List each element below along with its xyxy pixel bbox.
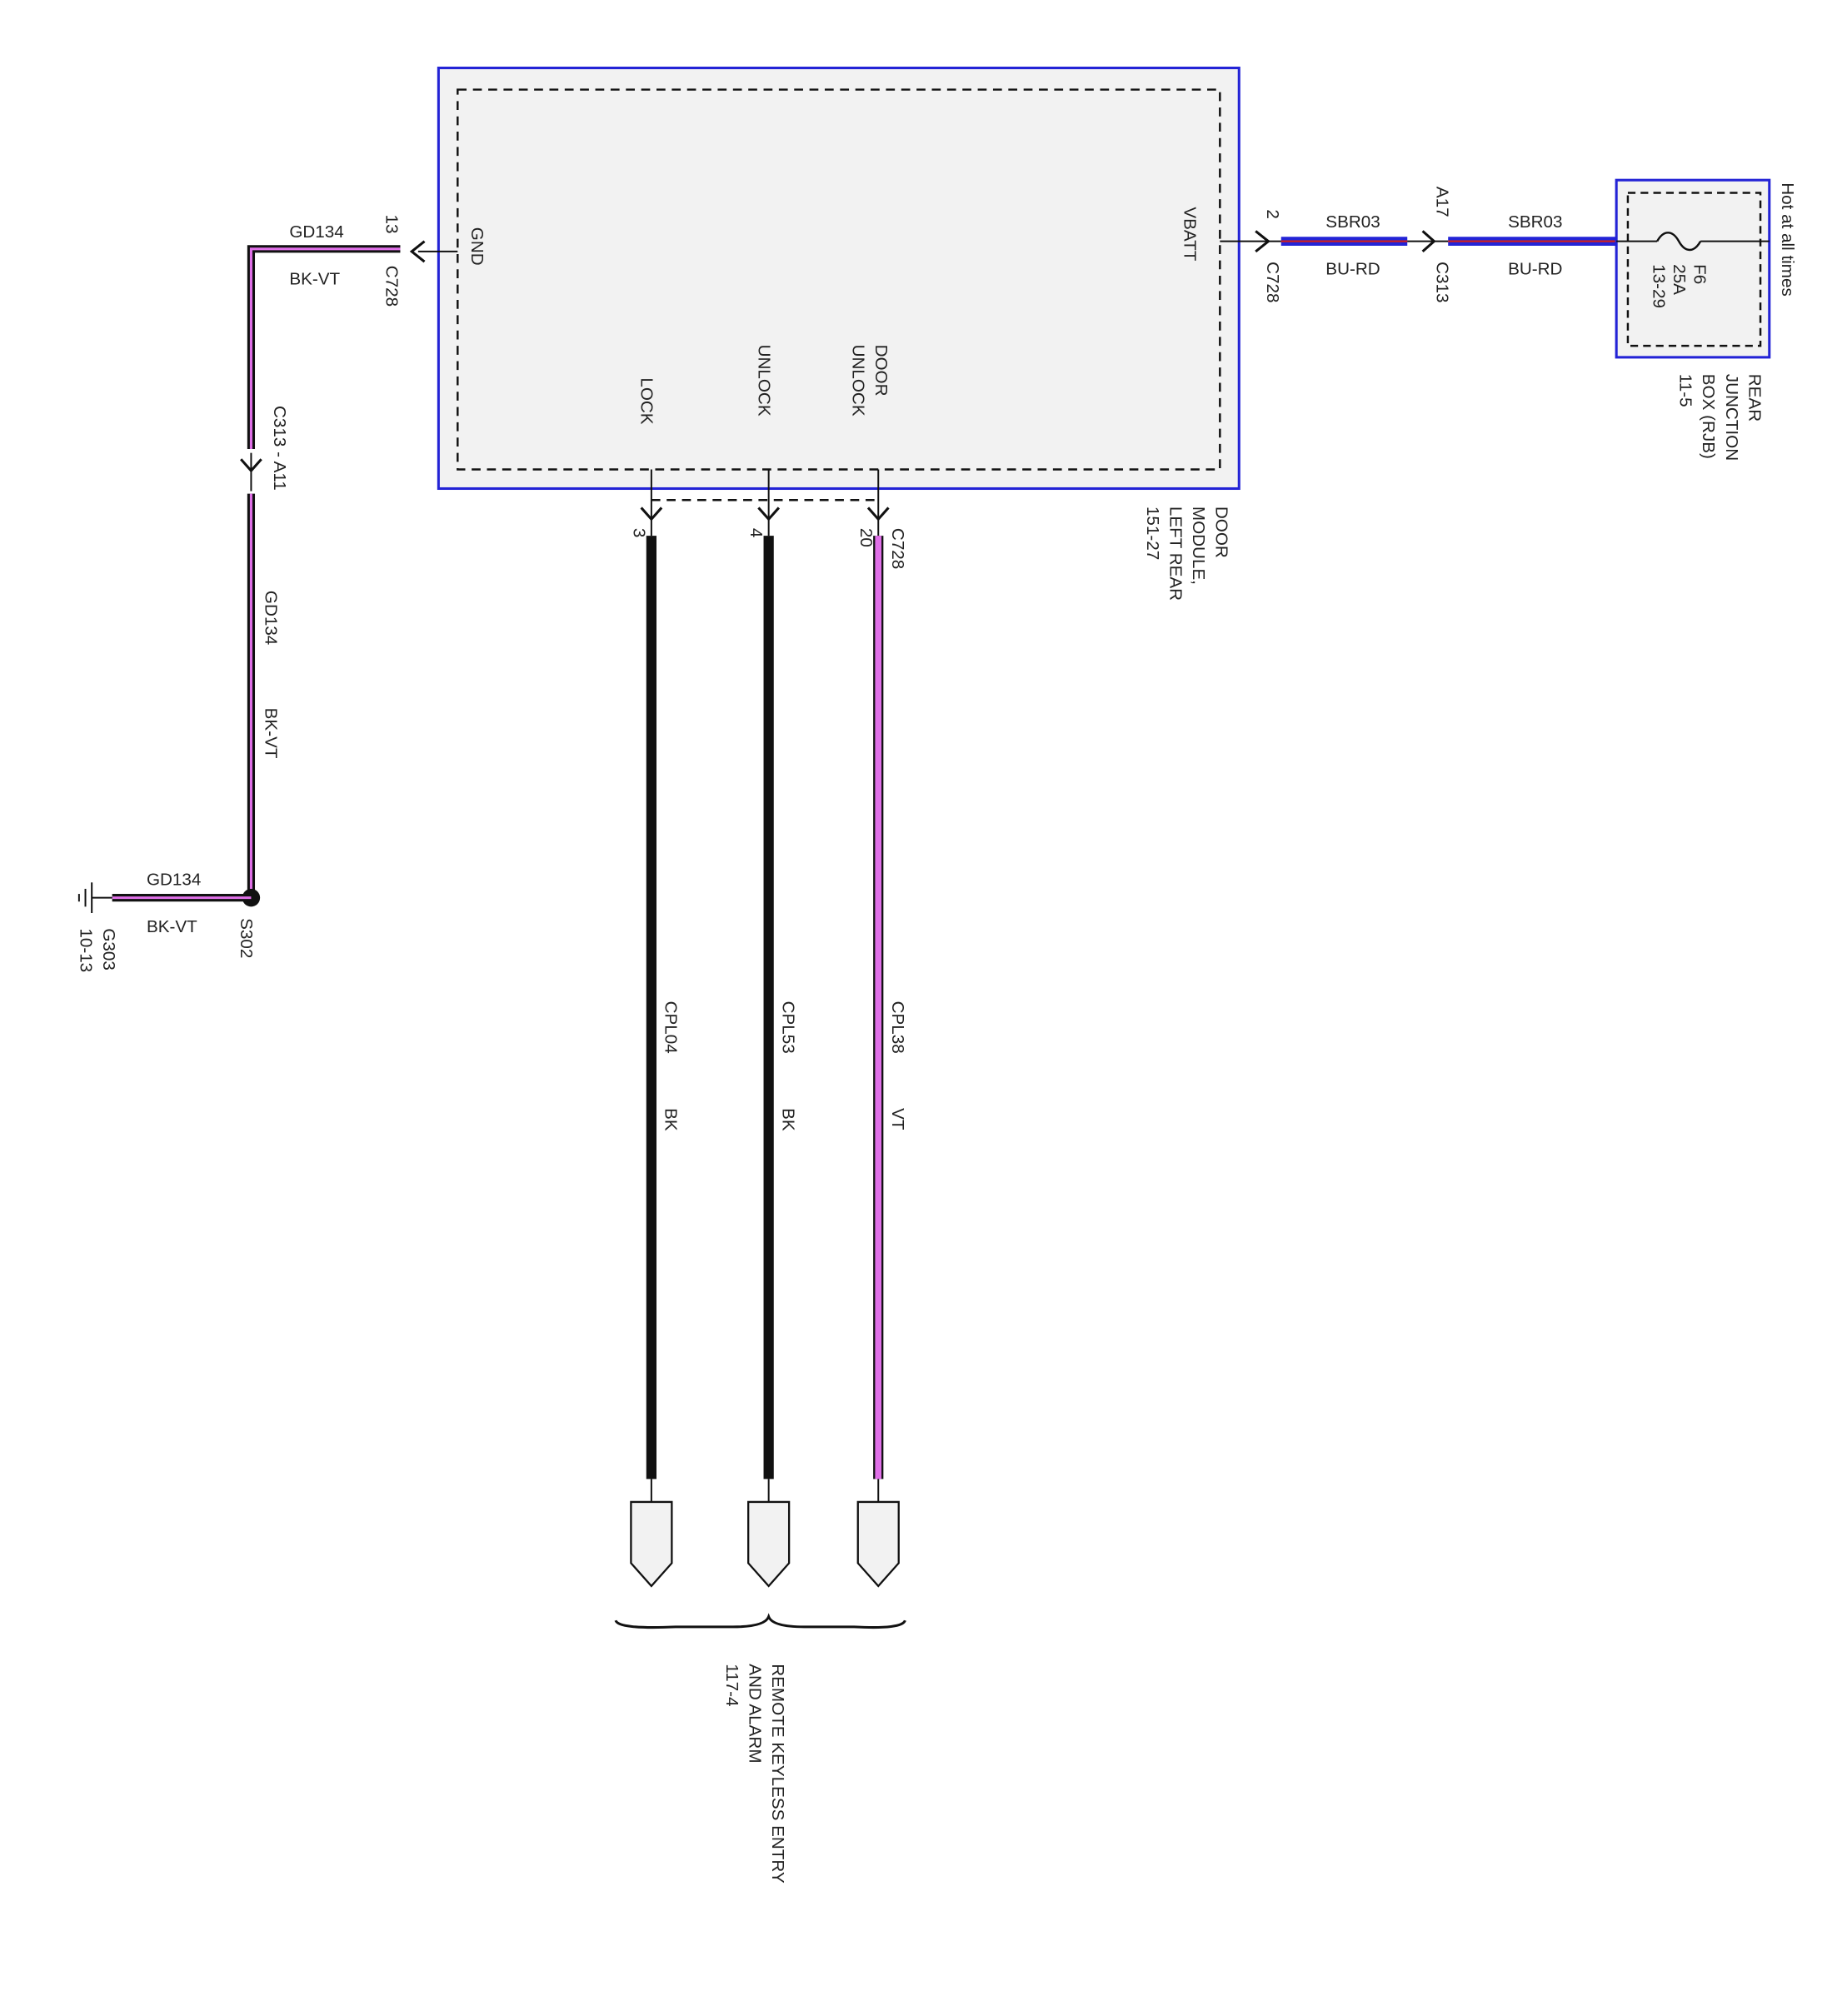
pin-label-door-unlock-2: UNLOCK [849,345,868,417]
pwr-inline-connector: C313 [1432,262,1451,302]
ground-icon [77,882,112,914]
connector-c728-pin4 [757,506,781,521]
pin-number-4: 4 [746,528,766,537]
circuit-cpl38: CPL38 [888,1001,907,1054]
destination-line-1: REMOTE KEYLESS ENTRY [768,1664,787,1884]
ground-point-label: G303 [99,928,118,971]
color-cpl53: BK [778,1108,797,1131]
terminal-cpl53 [747,1500,791,1588]
splice-label: S302 [237,918,256,958]
rjb-name-2: JUNCTION [1722,374,1741,461]
connector-c728-pin13 [409,240,426,263]
fuse-ref: 13-29 [1650,264,1669,308]
rjb-ref: 11-5 [1676,374,1695,407]
door-module: GND VBATT LOCK UNLOCK DOOR UNLOCK DOOR M… [437,67,1240,601]
circuit-cpl04: CPL04 [661,1001,681,1054]
terminal-cpl04 [630,1500,673,1588]
gnd-connector: C728 [382,266,402,307]
color-cpl38: VT [888,1108,907,1130]
output-connector: C728 [888,528,907,569]
gnd-color-top: BK-VT [289,270,340,289]
output-circuits: 3 4 20 C728 CPL04 BK CPL53 BK CPL38 VT R… [614,469,907,1884]
pin-label-gnd: GND [467,227,487,266]
pwr-color-b: BU-RD [1508,259,1562,278]
pwr-inline-pin: A17 [1432,187,1451,217]
gnd-color-vertical: BK-VT [261,708,280,759]
door-module-inner-dashed [457,88,1221,471]
pin-number-3: 3 [629,528,648,537]
ground-ref-label: 10-13 [76,928,95,972]
pwr-circuit-a: SBR03 [1325,212,1380,232]
destination-line-2: AND ALARM [746,1664,765,1763]
module-name-2: MODULE, [1189,506,1208,585]
junction-box: F6 25A 13-29 Hot at all times REAR JUNCT… [1615,178,1797,461]
terminal-cpl38 [856,1500,900,1588]
rjb-name-3: BOX (RJB) [1699,374,1718,459]
power-circuit: 2 C728 SBR03 BU-RD A17 C313 SBR03 BU-RD [1220,187,1617,302]
gnd-circuit-top: GD134 [289,222,343,242]
fuse-icon [1656,232,1702,252]
gnd-pin-number: 13 [382,215,402,234]
fuse-rating: 25A [1670,264,1689,295]
junction-box-outline [1615,178,1771,359]
gnd-circuit-bottom: GD134 [147,870,201,889]
connector-c728-pin3 [640,506,663,521]
pin-label-door-unlock-1: DOOR [871,345,891,397]
pwr-pin-number: 2 [1263,209,1282,218]
door-module-outline [437,67,1240,491]
pwr-circuit-b: SBR03 [1508,212,1562,232]
junction-box-inner-dashed [1626,192,1762,347]
gnd-circuit-vertical: GD134 [261,591,280,645]
gnd-color-bottom: BK-VT [147,917,197,936]
pin-label-lock: LOCK [637,377,656,424]
destination-ref: 117-4 [722,1664,741,1706]
pwr-connector: C728 [1263,262,1282,302]
fuse-label: F6 [1690,264,1710,284]
module-name-1: DOOR [1212,506,1231,558]
pin-label-unlock: UNLOCK [754,345,773,417]
pin-label-vbatt: VBATT [1180,207,1199,261]
hot-at-all-times: Hot at all times [1778,182,1797,297]
destination-brace [614,1613,906,1629]
rjb-name-1: REAR [1745,374,1764,422]
ground-circuit: 13 C728 GD134 BK-VT C313 - A11 GD134 BK-… [76,215,458,972]
module-name-3: LEFT REAR [1166,506,1186,601]
gnd-inline-connector: C313 - A11 [270,406,289,491]
pwr-color-a: BU-RD [1325,259,1380,278]
circuit-cpl53: CPL53 [778,1001,797,1054]
color-cpl04: BK [661,1108,681,1131]
connector-c728-pin20 [866,506,890,521]
module-ref: 151-27 [1143,506,1162,560]
pin-number-20: 20 [856,528,876,547]
